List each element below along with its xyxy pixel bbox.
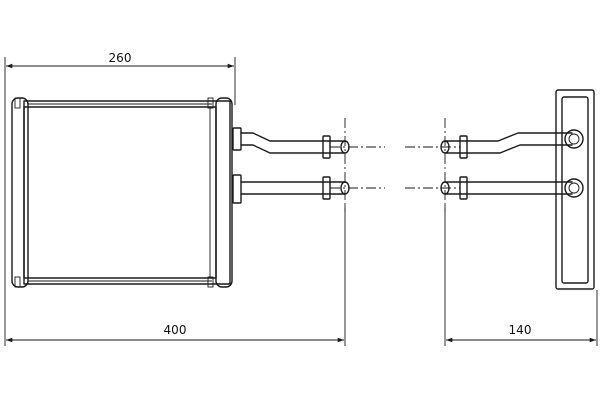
overall-length-label: 400 [164, 323, 187, 337]
side-upper-pipe-outlet-inner [568, 133, 580, 145]
heater-core-front-view [11, 97, 233, 288]
side-depth-dimension: 140 [444, 205, 598, 346]
side-upper-pipe-bottom-edge [444, 144, 573, 154]
side-tank-outer [555, 89, 595, 290]
left-tank-top-clip [14, 97, 21, 109]
right-tank-top-clip [207, 97, 214, 109]
core-outline [23, 100, 231, 285]
side-lower-pipe-collar [459, 176, 468, 200]
side-lower-pipe-outlet-inner [568, 182, 580, 194]
side-upper-pipe-collar [459, 135, 468, 159]
upper-pipe-collar [322, 135, 331, 159]
side-upper-pipe-top-edge [444, 132, 573, 142]
lower-pipe-collar [322, 176, 331, 200]
side-tank-inner [561, 96, 589, 284]
left-tank [11, 97, 29, 288]
core-width-dimension: 260 [4, 51, 236, 290]
right-tank-bottom-clip [207, 276, 214, 288]
pipes-front-view [232, 118, 385, 212]
upper-pipe-flange [232, 127, 242, 151]
left-tank-bottom-clip [14, 276, 21, 288]
side-depth-label: 140 [509, 323, 532, 337]
upper-pipe-top-edge [240, 132, 346, 142]
lower-pipe-flange [232, 174, 242, 204]
side-lower-pipe-outlet [564, 178, 584, 198]
side-view [405, 89, 595, 290]
upper-pipe-bottom-edge [240, 144, 346, 154]
core-matrix [23, 106, 217, 279]
side-upper-pipe-outlet [564, 129, 584, 149]
overall-length-dimension: 400 [4, 205, 346, 346]
core-width-label: 260 [109, 51, 132, 65]
